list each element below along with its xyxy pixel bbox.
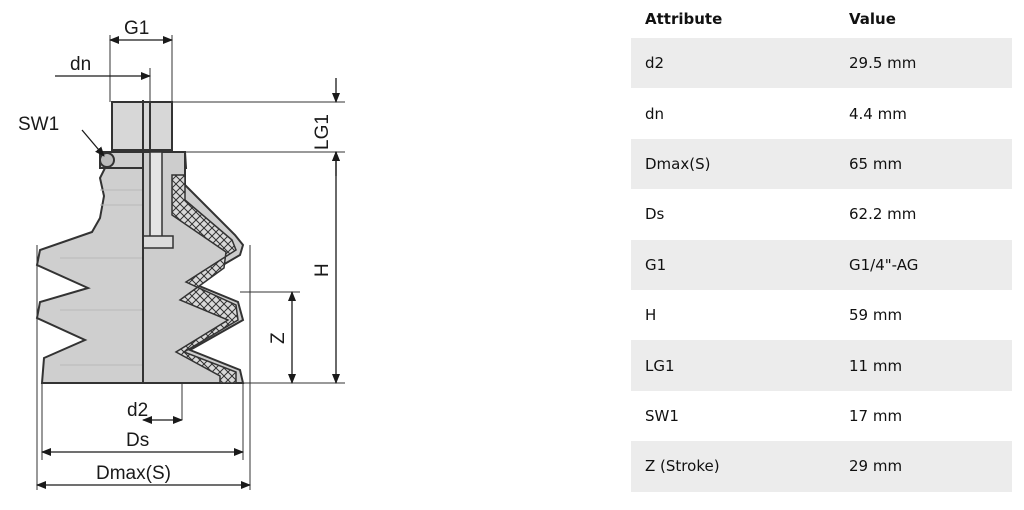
nut-marker	[99, 152, 115, 168]
table-row: dn 4.4 mm	[631, 88, 1012, 138]
extension-lines	[36, 35, 345, 490]
bellows-section-outer	[142, 151, 245, 384]
label-ds: Ds	[126, 430, 149, 451]
attribute-cell: d2	[631, 38, 835, 89]
value-cell: 11 mm	[835, 340, 1012, 391]
label-lg1: LG1	[312, 114, 333, 150]
value-cell: 29 mm	[835, 441, 1012, 492]
bellows-exterior	[35, 167, 144, 384]
attribute-cell: LG1	[631, 340, 835, 391]
attribute-cell: Dmax(S)	[631, 138, 835, 190]
attribute-cell: dn	[645, 104, 665, 123]
value-cell: 4.4 mm	[849, 104, 907, 123]
value-cell: 65 mm	[835, 138, 1012, 190]
table-row: Z (Stroke)29 mm	[631, 441, 1012, 492]
shading-lines	[60, 189, 143, 366]
attribute-cell: H	[645, 306, 657, 325]
table-row: H 59 mm	[631, 290, 1012, 340]
inner-tube	[149, 151, 163, 243]
value-cell: G1/4"-AG	[835, 239, 1012, 290]
attribute-cell: Z (Stroke)	[631, 441, 835, 492]
attribute-cell: SW1	[645, 406, 679, 425]
suction-cup-drawing: G1 dn SW1 LG1 H Z d2 Ds Dmax(S)	[18, 18, 345, 490]
table-row: SW1 17 mm	[631, 391, 1012, 441]
table-row: Dmax(S)65 mm	[631, 138, 1012, 190]
attribute-cell: G1	[631, 239, 835, 290]
value-cell: 17 mm	[849, 406, 903, 425]
inner-plate	[142, 235, 174, 249]
table-row: Ds 62.2 mm	[631, 189, 1012, 239]
attribute-cell: Ds	[645, 205, 665, 224]
label-z: Z	[268, 332, 289, 344]
label-sw1: SW1	[18, 114, 59, 135]
label-g1: G1	[124, 18, 149, 39]
stem-left	[111, 101, 151, 151]
dim-sw1-leader	[81, 129, 105, 157]
stem-right	[149, 101, 173, 151]
value-cell: 29.5 mm	[835, 38, 1012, 89]
header-value: Value	[849, 10, 896, 28]
label-h: H	[312, 263, 333, 277]
header-attribute: Attribute	[645, 10, 723, 28]
bellows-section-wall	[171, 174, 239, 384]
table-header-row: Attribute Value	[631, 0, 1012, 38]
label-d2: d2	[127, 400, 148, 421]
label-dn: dn	[70, 54, 91, 75]
value-cell: 59 mm	[849, 306, 903, 325]
label-dmax: Dmax(S)	[96, 463, 171, 484]
value-cell: 62.2 mm	[849, 205, 917, 224]
